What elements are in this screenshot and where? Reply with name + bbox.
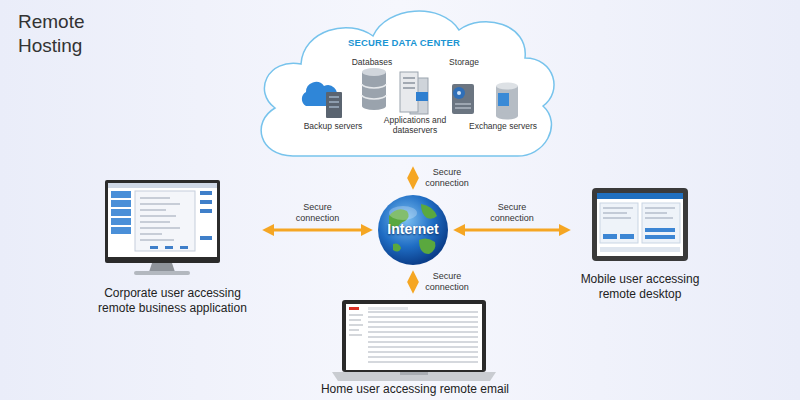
- connection-label: Secure connection: [421, 167, 473, 189]
- database-body: [362, 72, 386, 106]
- connection-arrow: [412, 177, 415, 179]
- server-slots: [329, 97, 339, 107]
- panel-lines: [140, 198, 180, 240]
- storage-disk: [453, 87, 465, 99]
- mail-rows: [368, 312, 478, 362]
- device-caption: Home user accessing remote email: [310, 382, 520, 397]
- app-panel: [135, 191, 195, 251]
- storage-icon: [452, 84, 474, 114]
- monitor-frame: [105, 180, 220, 263]
- corporate-user-node: Corporate user accessing remote business…: [88, 180, 258, 320]
- mail-toolbar: [368, 307, 408, 310]
- globe-land: [389, 204, 437, 254]
- server-label: Exchange servers: [465, 121, 541, 131]
- exchange-badge: [498, 93, 509, 106]
- connection-label: Secure connection: [421, 271, 473, 293]
- connection-arrow: [464, 229, 560, 232]
- desktop-panel: [600, 203, 638, 243]
- tablet-screen: [597, 193, 683, 256]
- cloud-heading: SECURE DATA CENTER: [245, 37, 563, 48]
- server-label: Databases: [342, 57, 402, 67]
- device-caption: Corporate user accessing remote business…: [90, 286, 255, 316]
- cloud-shape: [261, 11, 554, 156]
- globe-highlight: [389, 206, 417, 220]
- tablet-illustration: [592, 188, 688, 261]
- screen-header: [597, 193, 683, 199]
- app-buttons: [150, 191, 212, 249]
- database-icon: [362, 68, 386, 110]
- monitor-illustration: [105, 180, 220, 275]
- mail-logo: [349, 307, 359, 310]
- tablet-frame: [592, 188, 688, 261]
- home-user-node: Home user accessing remote email: [310, 298, 520, 400]
- database-bottom: [362, 102, 386, 110]
- storage-box: [452, 84, 474, 114]
- laptop-base: [332, 372, 496, 381]
- cloud-outline: [245, 0, 563, 162]
- globe-label: Internet: [377, 221, 449, 238]
- panel-lines: [603, 208, 675, 218]
- server-screen: [416, 92, 428, 101]
- diagram-title: Remote Hosting: [18, 10, 98, 58]
- laptop-notch: [400, 372, 428, 375]
- backup-server-icon: [302, 82, 342, 118]
- device-caption: Mobile user accessing remote desktop: [575, 272, 705, 302]
- database-bands: [362, 84, 386, 99]
- server-label: Applications and dataservers: [382, 115, 448, 135]
- sidebar-buttons: [111, 191, 131, 234]
- laptop-frame: [342, 300, 486, 372]
- monitor-stand: [149, 263, 175, 272]
- connection-arrow: [412, 281, 415, 283]
- server-tower: [410, 78, 428, 114]
- exchange-bottom: [496, 113, 518, 120]
- globe-outline: [377, 194, 449, 266]
- database-top: [362, 68, 386, 76]
- monitor-screen: [108, 183, 217, 257]
- exchange-top: [496, 83, 518, 90]
- desktop-panel: [642, 203, 680, 243]
- window-titlebar: [108, 183, 217, 188]
- server-slots: [403, 78, 415, 88]
- laptop-screen: [346, 304, 482, 370]
- server-label: Storage: [434, 57, 494, 67]
- data-center-cloud: SECURE DATA CENTER Databases StorageBackup…: [245, 0, 563, 162]
- monitor-base: [134, 271, 190, 275]
- panel-buttons: [603, 228, 675, 239]
- laptop-illustration: [332, 300, 496, 381]
- exchange-body: [496, 86, 518, 116]
- exchange-server-icon: [496, 83, 518, 120]
- mail-folders: [349, 315, 363, 335]
- server-label: Backup servers: [298, 121, 368, 131]
- internet-globe: Internet: [377, 194, 449, 266]
- server-box: [326, 92, 342, 118]
- connection-label: Secure connection: [292, 202, 344, 224]
- globe-sphere: [378, 195, 448, 265]
- storage-slots: [455, 104, 471, 108]
- mobile-user-node: Mobile user accessing remote desktop: [575, 188, 705, 306]
- connection-label: Secure connection: [486, 202, 538, 224]
- cloud-symbol: [302, 82, 337, 106]
- server-tower: [400, 72, 418, 112]
- connection-arrow: [273, 229, 362, 232]
- application-server-icon: [400, 72, 428, 114]
- status-bar: [600, 247, 680, 252]
- disk-hub: [457, 91, 461, 95]
